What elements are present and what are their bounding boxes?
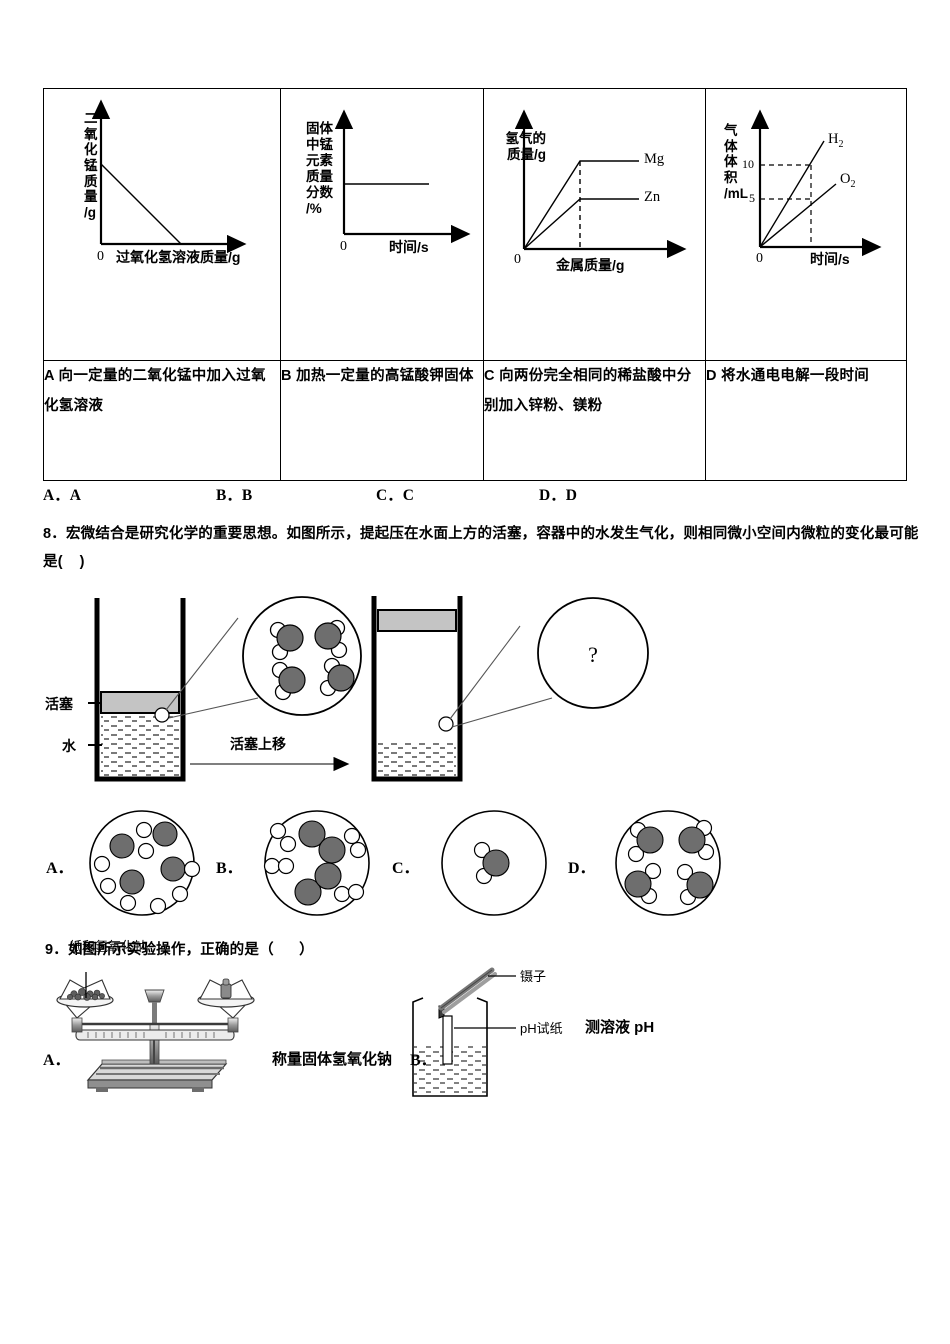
q9-option-letter-b[interactable]: B． <box>410 1052 437 1069</box>
desc-cell-d: D 将水通电电解一段时间 <box>705 360 907 481</box>
ph-paper-label: pH试纸 <box>520 1021 563 1036</box>
question9-text: 9．如图所示实验操作，正确的是（ ） <box>45 942 314 958</box>
chart-c-ylabel: 氢气的 质量/g <box>505 131 547 162</box>
chart-c-series-zn: Zn <box>644 189 661 205</box>
chart-b-origin: 0 <box>340 239 347 254</box>
chart-d-xlabel: 时间/s <box>810 251 850 267</box>
graph-choice-table: 二 氧 化 锰 质 量 /g 0 过氧化氢溶液质量/g <box>43 88 907 481</box>
chart-d-origin: 0 <box>756 251 763 266</box>
q9-caption-a: 称量固体氢氧化钠 <box>272 1051 393 1068</box>
chart-b <box>334 109 471 244</box>
graph-cell-d: 气 体 体 积 /mL 10 5 H2 O2 0 时间/s <box>705 88 907 361</box>
option-letter-c[interactable]: C． <box>392 860 420 877</box>
desc-cell-b: B 加热一定量的高锰酸钾固体 <box>280 360 484 481</box>
chart-d-series-o2: O2 <box>840 171 856 190</box>
option-letter-b[interactable]: B． <box>216 860 243 877</box>
desc-cell-c: C 向两份完全相同的稀盐酸中分别加入锌粉、镁粉 <box>483 360 706 481</box>
chart-d-ytick-5: 5 <box>749 191 755 205</box>
chart-d <box>750 109 882 257</box>
question8-figure: ? 活塞 水 活塞上移 <box>40 588 720 818</box>
option-c-circle <box>441 810 547 916</box>
svg-text:?: ? <box>588 642 598 667</box>
q9-apparatus <box>56 967 516 1097</box>
graph-row: 二 氧 化 锰 质 量 /g 0 过氧化氢溶液质量/g <box>43 88 907 361</box>
graph-cell-a: 二 氧 化 锰 质 量 /g 0 过氧化氢溶液质量/g <box>43 88 281 361</box>
piston-label: 活塞 <box>45 696 73 712</box>
answer-option-d[interactable]: D．D <box>539 487 577 504</box>
answer-option-c[interactable]: C．C <box>376 487 414 504</box>
chart-a-ylabel: 二 氧 化 锰 质 量 /g <box>84 111 98 220</box>
option-letter-a[interactable]: A． <box>46 860 74 877</box>
question8-text: 8．宏微结合是研究化学的重要思想。如图所示，提起压在水面上方的活塞，容器中的水发… <box>43 526 919 571</box>
water-label: 水 <box>62 738 76 754</box>
piston-up-arrow-label: 活塞上移 <box>230 736 286 752</box>
chart-d-series-h2: H2 <box>828 131 844 150</box>
question8-option-circles <box>89 810 721 916</box>
answer-option-a[interactable]: A．A <box>43 487 81 504</box>
graph-cell-b: 固体 中锰 元素 质量 分数 /% 0 时间/s <box>280 88 484 361</box>
paper-and-naoh-label: 纸和氢氧化钠 <box>69 939 148 954</box>
chart-a-origin: 0 <box>97 249 104 264</box>
chart-b-ylabel: 固体 中锰 元素 质量 分数 /% <box>306 121 333 216</box>
chart-a-xlabel: 过氧化氢溶液质量/g <box>116 249 241 265</box>
option-b-circle <box>263 810 370 916</box>
tweezer-label: 镊子 <box>520 969 547 984</box>
option-letter-d[interactable]: D． <box>568 860 596 877</box>
chart-c <box>514 109 687 259</box>
balance-scale-illustration <box>56 972 255 1092</box>
chart-b-xlabel: 时间/s <box>389 239 429 255</box>
option-a-circle <box>89 810 201 916</box>
chart-c-series-mg: Mg <box>644 151 665 167</box>
chart-d-ylabel: 气 体 体 积 /mL <box>724 123 749 201</box>
q9-option-letter-a[interactable]: A． <box>43 1052 71 1069</box>
q9-caption-b: 测溶液 pH <box>585 1019 655 1036</box>
description-row: A 向一定量的二氧化锰中加入过氧化氢溶液 B 加热一定量的高锰酸钾固体 C 向两… <box>43 360 907 481</box>
answer-option-b[interactable]: B．B <box>216 487 253 504</box>
chart-c-origin: 0 <box>514 252 521 267</box>
piston-diagram: ? <box>88 596 649 782</box>
question9-figure: 纸和氢氧化钠 A． 称量固体氢氧化钠 B． 镊子 pH试纸 测溶液 pH <box>40 939 740 1113</box>
question8-options: A． B． C． D． <box>40 806 740 921</box>
ph-test-illustration <box>412 967 516 1097</box>
graph-cell-c: 氢气的 质量/g Mg Zn 0 金属质量/g <box>483 88 706 361</box>
chart-d-ytick-10: 10 <box>742 157 754 171</box>
desc-cell-a: A 向一定量的二氧化锰中加入过氧化氢溶液 <box>43 360 281 481</box>
option-d-circle <box>615 810 721 916</box>
chart-c-xlabel: 金属质量/g <box>556 257 625 273</box>
chart-a <box>91 99 247 254</box>
